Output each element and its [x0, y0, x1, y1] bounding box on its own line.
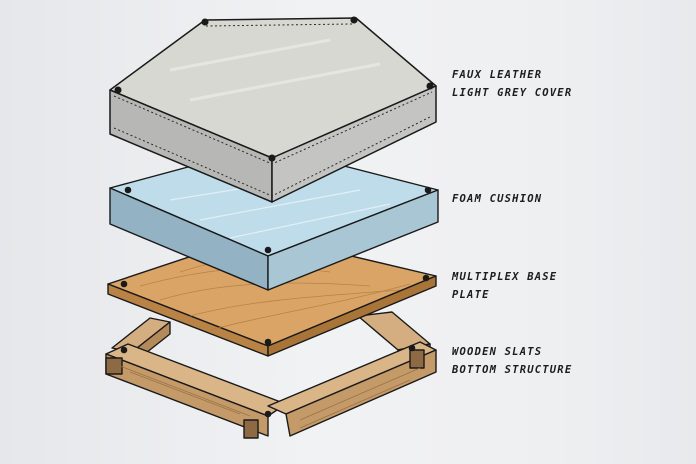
- multiplex-base-plate: [107, 233, 437, 357]
- label-slats-line2: BOTTOM STRUCTURE: [452, 364, 573, 376]
- label-cover-line2: LIGHT GREY COVER: [452, 87, 573, 99]
- label-slats: WOODEN SLATS BOTTOM STRUCTURE: [452, 343, 572, 379]
- label-foam-line1: FOAM CUSHION: [452, 193, 543, 205]
- label-base-plate: MULTIPLEX BASE PLATE: [452, 268, 557, 304]
- label-foam: FOAM CUSHION: [452, 190, 542, 208]
- label-slats-line1: WOODEN SLATS: [452, 346, 543, 358]
- label-base-line1: MULTIPLEX BASE: [452, 271, 558, 283]
- label-cover-line1: FAUX LEATHER: [452, 69, 543, 81]
- wooden-slats: [105, 311, 437, 439]
- label-base-line2: PLATE: [452, 289, 490, 301]
- faux-leather-cover: [109, 16, 437, 203]
- label-cover: FAUX LEATHER LIGHT GREY COVER: [452, 66, 572, 102]
